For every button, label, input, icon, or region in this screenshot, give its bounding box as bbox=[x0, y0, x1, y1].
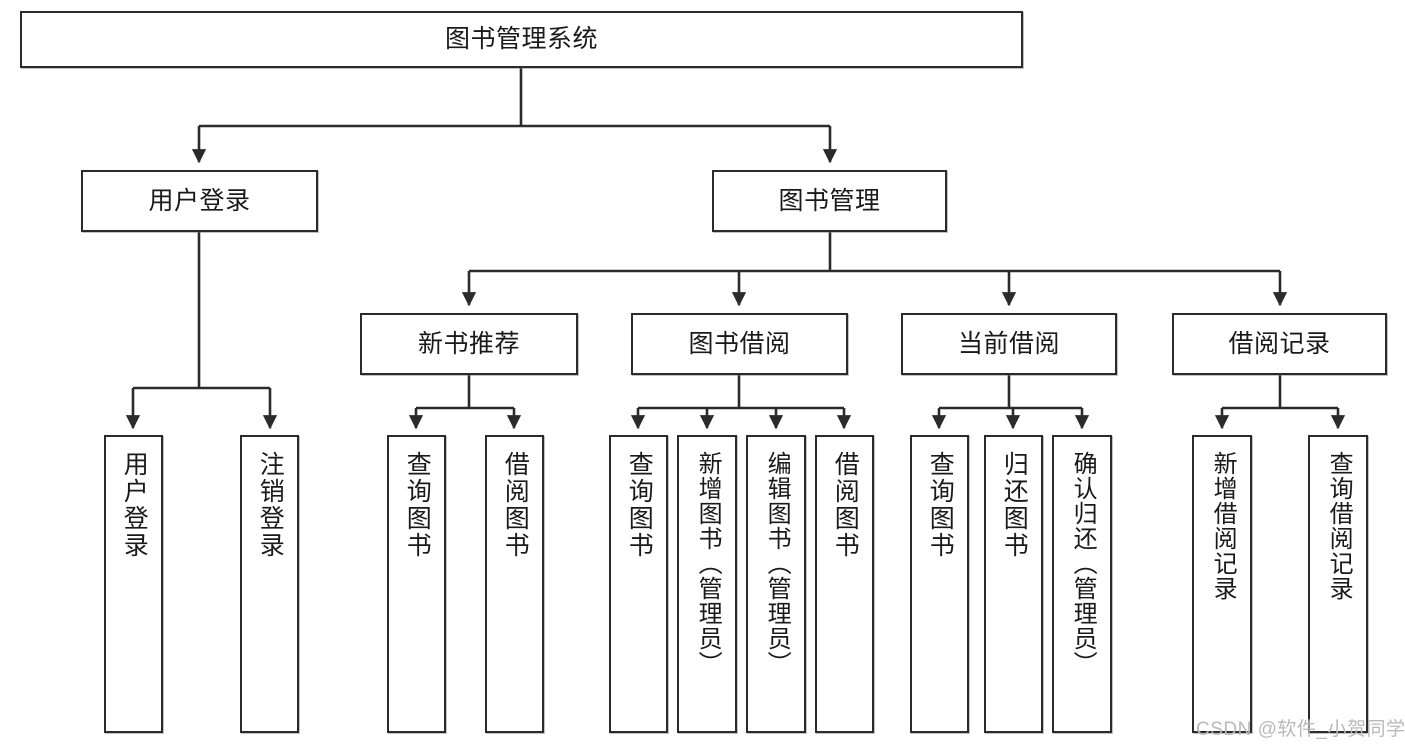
node-label: 注销登录 bbox=[256, 451, 285, 559]
node-root[interactable]: 图书管理系统 bbox=[20, 11, 1023, 68]
node-level3-new-book-recommend[interactable]: 新书推荐 bbox=[360, 313, 578, 375]
node-leaf-query-book-borrow[interactable]: 查询图书 bbox=[609, 435, 668, 733]
node-leaf-return-book[interactable]: 归还图书 bbox=[984, 435, 1043, 733]
node-label: 借阅图书 bbox=[501, 451, 530, 559]
node-label: 查询图书 bbox=[403, 451, 432, 559]
node-label: 确认归还（管理员） bbox=[1069, 451, 1097, 676]
node-label: 新书推荐 bbox=[417, 329, 520, 358]
node-leaf-add-borrow-record[interactable]: 新增借阅记录 bbox=[1192, 435, 1252, 733]
node-label: 借阅记录 bbox=[1228, 329, 1331, 358]
node-label: 用户登录 bbox=[148, 186, 251, 215]
node-level3-current-borrow[interactable]: 当前借阅 bbox=[901, 313, 1117, 375]
node-leaf-add-book-admin[interactable]: 新增图书（管理员） bbox=[677, 435, 737, 733]
node-level2-user-login[interactable]: 用户登录 bbox=[81, 170, 318, 232]
node-label: 当前借阅 bbox=[957, 329, 1060, 358]
node-level3-borrow-record[interactable]: 借阅记录 bbox=[1172, 313, 1387, 375]
node-label: 图书借阅 bbox=[688, 329, 791, 358]
node-label: 编辑图书（管理员） bbox=[763, 451, 791, 676]
node-leaf-logout[interactable]: 注销登录 bbox=[240, 435, 299, 733]
node-label: 图书管理 bbox=[778, 186, 881, 215]
node-level2-book-management[interactable]: 图书管理 bbox=[712, 170, 947, 232]
node-level3-book-borrow[interactable]: 图书借阅 bbox=[631, 313, 848, 375]
node-leaf-user-login[interactable]: 用户登录 bbox=[104, 435, 163, 733]
node-label: 查询图书 bbox=[926, 451, 955, 559]
node-leaf-confirm-return-admin[interactable]: 确认归还（管理员） bbox=[1052, 435, 1112, 733]
node-leaf-borrow-book[interactable]: 借阅图书 bbox=[815, 435, 874, 733]
node-label: 查询借阅记录 bbox=[1325, 451, 1353, 601]
node-label: 用户登录 bbox=[120, 451, 149, 559]
node-leaf-query-borrow-record[interactable]: 查询借阅记录 bbox=[1308, 435, 1368, 733]
node-label: 归还图书 bbox=[1000, 451, 1029, 559]
node-label: 借阅图书 bbox=[831, 451, 860, 559]
node-leaf-query-book-rec[interactable]: 查询图书 bbox=[387, 435, 446, 733]
node-leaf-borrow-book-rec[interactable]: 借阅图书 bbox=[485, 435, 544, 733]
node-leaf-edit-book-admin[interactable]: 编辑图书（管理员） bbox=[746, 435, 806, 733]
node-label: 图书管理系统 bbox=[444, 25, 598, 53]
node-label: 查询图书 bbox=[625, 451, 654, 559]
watermark: CSDN @软件_小贺同学 bbox=[1196, 719, 1405, 740]
node-label: 新增图书（管理员） bbox=[694, 451, 722, 676]
node-label: 新增借阅记录 bbox=[1209, 451, 1237, 601]
node-leaf-query-book-current[interactable]: 查询图书 bbox=[910, 435, 969, 733]
